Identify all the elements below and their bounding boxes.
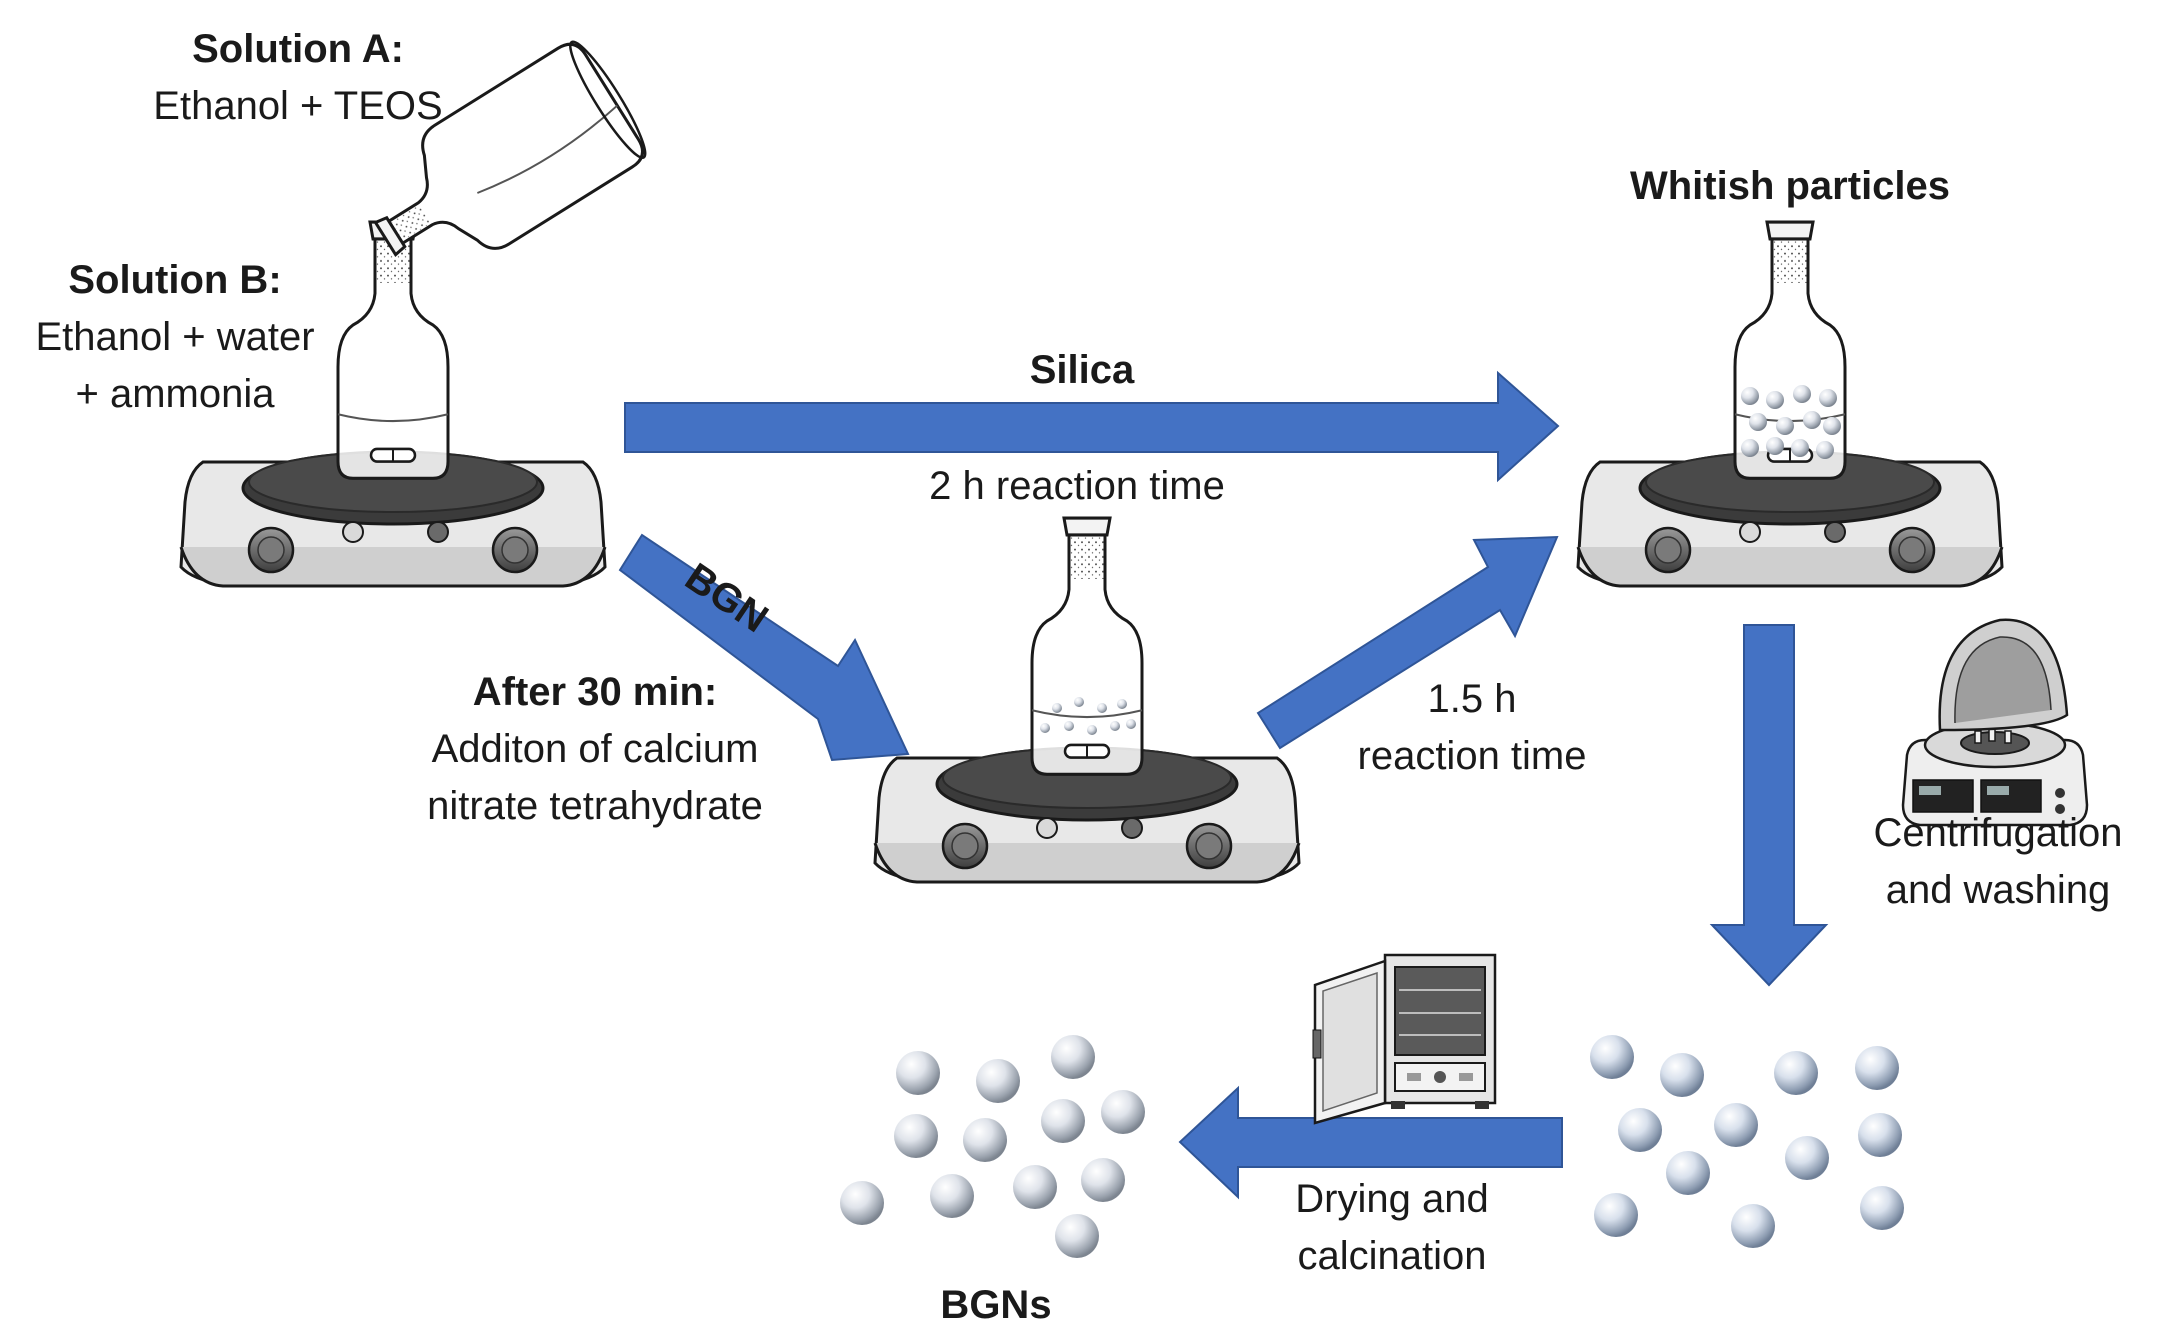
calcium-addition-line1: Additon of calcium: [431, 727, 759, 771]
drying-oven-icon: [1312, 953, 1497, 1125]
solution-b-title: Solution B:: [68, 258, 282, 302]
solution-a-title: Solution A:: [192, 27, 404, 71]
bgn-time-line1: 1.5 h: [1427, 677, 1517, 721]
solution-a-bottle: [373, 40, 647, 257]
reaction-1-5h-arrow: [1256, 535, 1559, 750]
washed-particles: [1590, 1035, 1904, 1248]
bgns-label: BGNs: [940, 1283, 1052, 1327]
bgn-arrow: [618, 533, 910, 762]
silica-label: Silica: [1029, 348, 1135, 392]
whitish-particles-label: Whitish particles: [1629, 164, 1951, 208]
silica-particles-in-bottle: [1741, 385, 1841, 459]
solution-b-line2: + ammonia: [75, 372, 275, 416]
calcium-addition-line2: nitrate tetrahydrate: [427, 784, 763, 828]
solution-b-line1: Ethanol + water: [35, 315, 315, 359]
drying-arrow: [1178, 1085, 1563, 1200]
bgn-particles: [840, 1035, 1145, 1258]
centrifugation-line2: and washing: [1885, 868, 2111, 912]
drying-line1: Drying and: [1295, 1177, 1489, 1221]
centrifugation-arrow: [1709, 624, 1829, 987]
hot-plate-stirrer-2: [873, 516, 1301, 884]
centrifugation-line1: Centrifugation: [1873, 811, 2123, 855]
bgn-time-line2: reaction time: [1357, 734, 1587, 778]
bgn-nuclei: [1040, 697, 1136, 735]
centrifuge-icon: [1901, 618, 2089, 827]
after-30-min-title: After 30 min:: [472, 670, 718, 714]
silica-arrow: [624, 370, 1560, 483]
silica-time-label: 2 h reaction time: [929, 464, 1225, 508]
drying-line2: calcination: [1297, 1234, 1487, 1278]
solution-a-content: Ethanol + TEOS: [153, 84, 443, 128]
hot-plate-stirrer-3: [1576, 220, 2004, 588]
